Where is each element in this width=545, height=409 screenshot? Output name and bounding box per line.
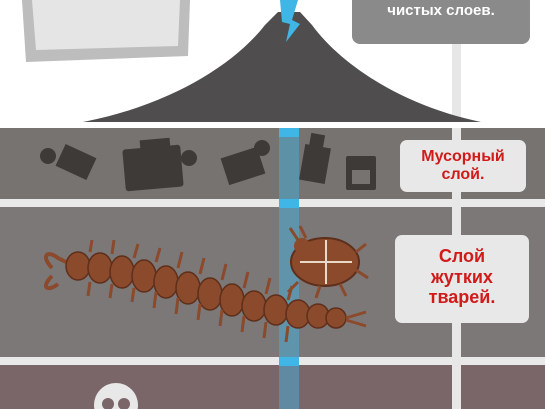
beetle-icon [286, 225, 369, 299]
tv-icon [22, 0, 190, 62]
creatures-label-line: тварей. [428, 287, 496, 308]
bottle-icon [299, 132, 331, 184]
layer-divider [0, 199, 545, 207]
layer-divider [0, 357, 545, 365]
trash-items [40, 132, 376, 192]
creatures-label-line: жутких [431, 266, 493, 287]
mound-shape [40, 12, 520, 128]
creatures-layer-label: Слой жутких тварей. [395, 235, 529, 323]
trash-label-line: слой. [441, 166, 485, 184]
centipede-legs [86, 239, 294, 343]
floppy-disk-icon [346, 156, 376, 190]
creatures-label-line: Слой [438, 246, 486, 266]
pipe-icon [279, 0, 300, 409]
camera-icon [40, 143, 97, 181]
centipede-icon [44, 251, 367, 329]
callout-line [452, 0, 461, 409]
trash-label-line: Мусорный [421, 148, 505, 165]
trash-layer-label: Мусорный слой. [400, 140, 526, 192]
video-camera-icon [122, 137, 197, 192]
clean-layers-text: чистых слоев. [387, 2, 495, 19]
clean-layers-label: чистых слоев. [352, 0, 530, 44]
projector-icon [220, 140, 270, 186]
skull-icon [94, 383, 138, 409]
